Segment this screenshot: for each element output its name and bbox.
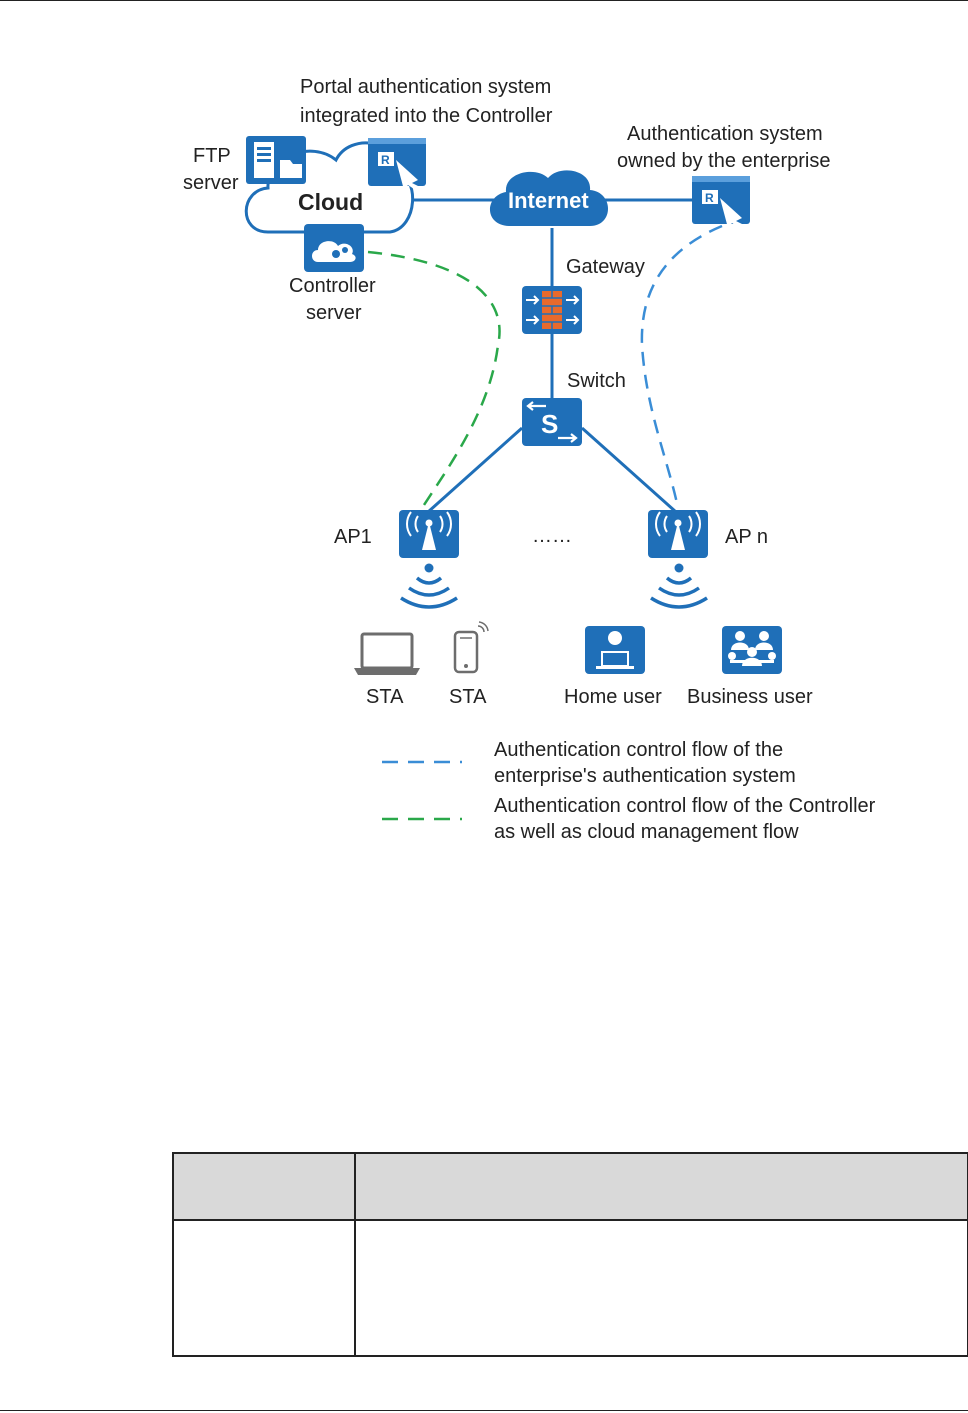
controller-server-label-2: server xyxy=(306,302,362,324)
ftp-server-label-1: FTP xyxy=(193,145,231,167)
network-diagram: Cloud FTP server R Portal authentication… xyxy=(183,76,876,843)
business-user-icon xyxy=(722,626,782,674)
home-user-label: Home user xyxy=(564,686,662,708)
apn-label: AP n xyxy=(725,526,768,548)
cloud-label: Cloud xyxy=(298,189,363,215)
portal-system-label-1: Portal authentication system xyxy=(300,76,551,98)
legend-controller-line1: Authentication control flow of the Contr… xyxy=(494,795,876,817)
table-cell xyxy=(354,1219,968,1357)
enterprise-auth-flow-line xyxy=(640,224,723,509)
enterprise-auth-label-2: owned by the enterprise xyxy=(617,150,830,172)
sta-laptop-label: STA xyxy=(366,686,404,708)
enterprise-auth-label-1: Authentication system xyxy=(627,123,823,145)
table-row xyxy=(172,1219,968,1357)
header-rule xyxy=(0,0,968,1)
link-switch-ap1 xyxy=(427,426,523,514)
footer-rule xyxy=(0,1410,968,1411)
info-table xyxy=(172,1152,968,1357)
ap-icon xyxy=(648,510,708,558)
enterprise-auth-icon: R xyxy=(692,176,750,228)
gateway-firewall-icon xyxy=(522,286,582,334)
legend-enterprise-line1: Authentication control flow of the xyxy=(494,739,783,761)
svg-text:S: S xyxy=(541,409,558,439)
controller-server-icon xyxy=(304,224,364,272)
smartphone-icon xyxy=(453,621,489,674)
ftp-server-icon xyxy=(246,136,306,184)
legend-enterprise-line2: enterprise's authentication system xyxy=(494,765,796,787)
table-header-row xyxy=(172,1152,968,1221)
portal-auth-icon: R xyxy=(368,138,426,190)
controller-auth-flow-line xyxy=(367,250,501,509)
portal-system-label-2: integrated into the Controller xyxy=(300,105,553,127)
table-cell xyxy=(172,1219,356,1357)
switch-label: Switch xyxy=(567,370,626,392)
internet-cloud-icon xyxy=(489,170,608,226)
ap1-label: AP1 xyxy=(334,526,372,548)
laptop-icon xyxy=(354,632,420,675)
ap-ellipsis: …… xyxy=(532,525,572,547)
gateway-label: Gateway xyxy=(566,256,645,278)
legend: Authentication control flow of the enter… xyxy=(382,739,876,843)
home-user-icon xyxy=(585,626,645,674)
switch-icon: S xyxy=(522,398,582,446)
table-header-cell xyxy=(354,1152,968,1221)
link-switch-apn xyxy=(581,426,677,514)
svg-text:R: R xyxy=(381,153,390,167)
sta-phone-label: STA xyxy=(449,686,487,708)
wifi-signal-icon xyxy=(650,563,708,609)
table-header-cell xyxy=(172,1152,356,1221)
ap-icon xyxy=(399,510,459,558)
internet-label: Internet xyxy=(508,188,589,213)
network-links xyxy=(405,198,692,514)
wifi-signal-icon xyxy=(400,563,458,609)
business-user-label: Business user xyxy=(687,686,813,708)
ftp-server-label-2: server xyxy=(183,172,239,194)
svg-text:R: R xyxy=(705,191,714,205)
legend-controller-line2: as well as cloud management flow xyxy=(494,821,799,843)
controller-server-label-1: Controller xyxy=(289,275,376,297)
